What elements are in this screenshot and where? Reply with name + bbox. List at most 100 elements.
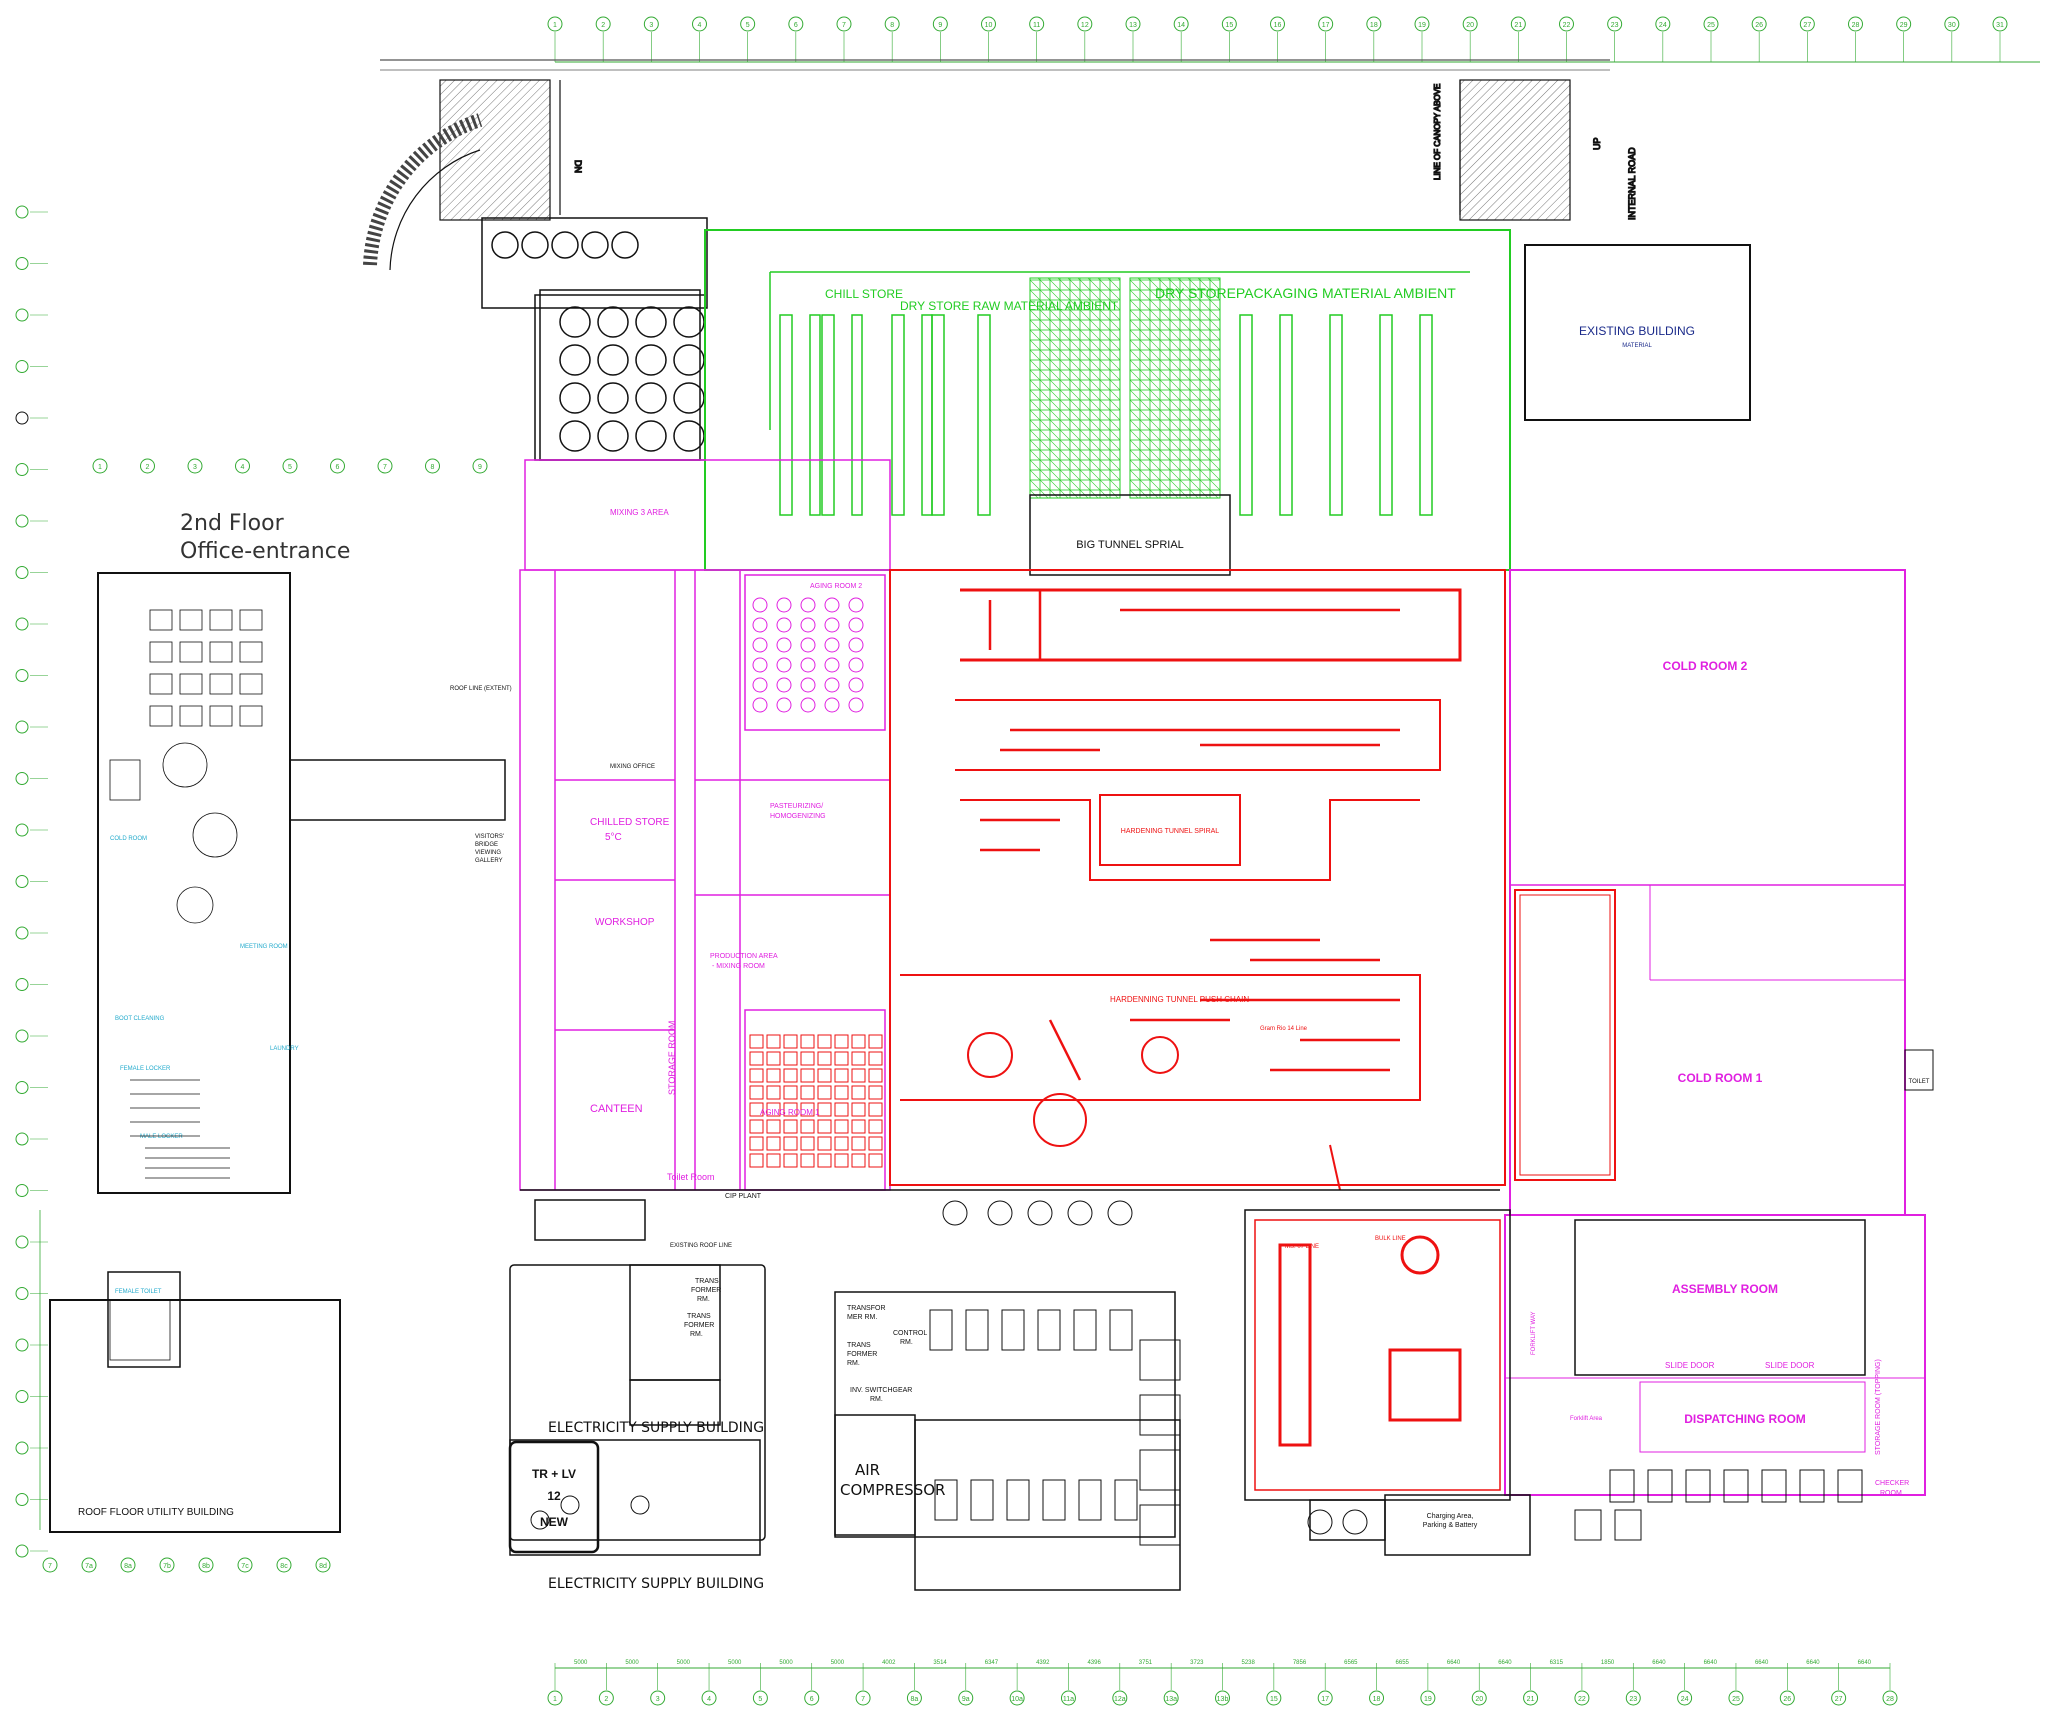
dim-label: 5000 bbox=[574, 1660, 588, 1666]
aging-cell bbox=[749, 1085, 764, 1100]
grid-left-bubble bbox=[15, 360, 29, 373]
dock bbox=[1837, 1469, 1863, 1503]
aging-cell bbox=[766, 1153, 781, 1168]
aging-cell bbox=[749, 1136, 764, 1151]
grid-top-bubble bbox=[1221, 16, 1237, 32]
dry-store-raw-label: DRY STORE RAW MATERIAL AMBIENT bbox=[900, 299, 1119, 313]
equipment-vessel bbox=[1307, 1509, 1333, 1535]
office-desk bbox=[209, 705, 233, 727]
grid-top-bubble bbox=[932, 16, 948, 32]
aging-tank bbox=[800, 657, 816, 673]
aging-cell bbox=[868, 1085, 883, 1100]
hardening-spiral-label: HARDENING TUNNEL SPIRAL bbox=[1121, 828, 1220, 835]
forklift-way-label: FORKLIFT WAY bbox=[1531, 1311, 1537, 1355]
toilet-block bbox=[109, 1299, 171, 1361]
tank bbox=[597, 382, 629, 414]
cip-plant-label: CIP PLANT bbox=[725, 1193, 762, 1200]
visitors-bridge-l4: GALLERY bbox=[475, 858, 503, 864]
tank bbox=[597, 306, 629, 338]
grid-top-label: 22 bbox=[1563, 22, 1571, 29]
transformer-4-l2: FORMER bbox=[847, 1351, 877, 1358]
grid-office-bottom-label: 8b bbox=[202, 1563, 210, 1570]
aging-cell bbox=[766, 1102, 781, 1117]
aging-tank bbox=[848, 637, 864, 653]
existing-building-sub: MATERIAL bbox=[1622, 343, 1652, 349]
grid-office-bubble bbox=[187, 458, 203, 474]
slide-door-1: SLIDE DOOR bbox=[1665, 1361, 1715, 1370]
grid-office-bubble bbox=[330, 458, 345, 474]
grid-office-bottom-bubble bbox=[120, 1557, 136, 1573]
dock bbox=[1799, 1469, 1825, 1503]
grid-bottom-bubble bbox=[1728, 1690, 1744, 1706]
transformer-4-l1: TRANS bbox=[847, 1342, 871, 1349]
storage-room-label: STORAGE ROOM bbox=[667, 1021, 677, 1095]
grid-bottom-bubble bbox=[958, 1690, 974, 1706]
dim-label: 6640 bbox=[1498, 1660, 1512, 1666]
charging-l1: Charging Area, bbox=[1427, 1513, 1474, 1520]
aging-tank bbox=[848, 697, 864, 713]
aging-cell bbox=[851, 1085, 866, 1100]
grid-bottom-bubble bbox=[906, 1690, 922, 1706]
bulk-line-label: BULK LINE bbox=[1375, 1236, 1406, 1242]
tr-lv-l1: TR + LV bbox=[532, 1467, 576, 1481]
dock bbox=[1761, 1469, 1787, 1503]
dim-label: 4396 bbox=[1087, 1660, 1101, 1666]
grid-top-label: 3 bbox=[649, 22, 653, 29]
equipment-vessel bbox=[1342, 1509, 1368, 1535]
female-toilet-label: FEMALE TOILET bbox=[115, 1289, 162, 1295]
rack bbox=[809, 314, 821, 516]
office-desk bbox=[209, 641, 233, 663]
grid-office-bottom-bubble bbox=[42, 1557, 58, 1573]
canopy-label: LINE OF CANOPY ABOVE bbox=[1433, 84, 1442, 180]
aging-cell bbox=[817, 1153, 832, 1168]
aging-cell bbox=[766, 1119, 781, 1134]
equipment-vessel bbox=[942, 1200, 968, 1226]
equipment-unit bbox=[1037, 1309, 1061, 1351]
grid-left-bubble bbox=[15, 1132, 29, 1146]
grid-top-label: 25 bbox=[1707, 22, 1715, 29]
office-desk bbox=[149, 705, 173, 727]
homogenizing-label: HOMOGENIZING bbox=[770, 813, 826, 820]
tank bbox=[559, 382, 591, 414]
equipment-unit bbox=[1114, 1479, 1138, 1521]
grid-top-label: 18 bbox=[1370, 22, 1378, 29]
grid-bottom-bubble bbox=[1523, 1690, 1539, 1706]
transformer-2-l1: TRANS bbox=[687, 1313, 711, 1320]
dock bbox=[1609, 1469, 1635, 1503]
aging1-label: AGING ROOM 1 bbox=[760, 1108, 820, 1117]
grid-top-bubble bbox=[1655, 16, 1671, 32]
grid-top-bubble bbox=[1270, 16, 1285, 32]
grid-top-label: 30 bbox=[1948, 22, 1956, 29]
grid-left-axis bbox=[15, 205, 48, 1558]
grid-left-bubble bbox=[15, 926, 29, 940]
transformer-4-l3: RM. bbox=[847, 1360, 860, 1367]
charging-l2: Parking & Battery bbox=[1423, 1522, 1478, 1529]
grid-top-label: 8 bbox=[890, 22, 894, 29]
aging-tank bbox=[848, 657, 864, 673]
equipment-unit bbox=[1001, 1309, 1025, 1351]
grid-office-bottom-label: 8a bbox=[124, 1563, 132, 1570]
dim-label: 5000 bbox=[677, 1660, 691, 1666]
aging-cell bbox=[800, 1068, 815, 1083]
aging-cell bbox=[749, 1034, 764, 1049]
existing-building: EXISTING BUILDING MATERIAL bbox=[1524, 244, 1751, 421]
grid-top-bubble bbox=[1462, 16, 1478, 32]
aging-cell bbox=[783, 1051, 798, 1066]
office-desk bbox=[149, 641, 173, 663]
production-labels: MIXING 3 AREA AGING ROOM 2 AGING ROOM 1 … bbox=[590, 508, 862, 1182]
grid-top-label: 24 bbox=[1659, 22, 1667, 29]
transformer-2-l3: RM. bbox=[690, 1331, 703, 1338]
grid-bottom-axis: 150002500035000450005500065000740028a351… bbox=[547, 1660, 1898, 1706]
grid-bottom-label: 18 bbox=[1373, 1696, 1381, 1703]
aging-tank bbox=[752, 637, 768, 653]
grid-bottom-bubble bbox=[1831, 1690, 1847, 1706]
aging-cell bbox=[817, 1051, 832, 1066]
grid-top-label: 2 bbox=[601, 22, 605, 29]
aging-tank bbox=[848, 597, 864, 613]
canteen-label: CANTEEN bbox=[590, 1103, 643, 1115]
control-rm-l2: RM. bbox=[900, 1339, 913, 1346]
dim-label: 6640 bbox=[1447, 1660, 1461, 1666]
aging-tank bbox=[752, 697, 768, 713]
grid-top-label: 13 bbox=[1129, 22, 1137, 29]
aging-cell bbox=[851, 1136, 866, 1151]
